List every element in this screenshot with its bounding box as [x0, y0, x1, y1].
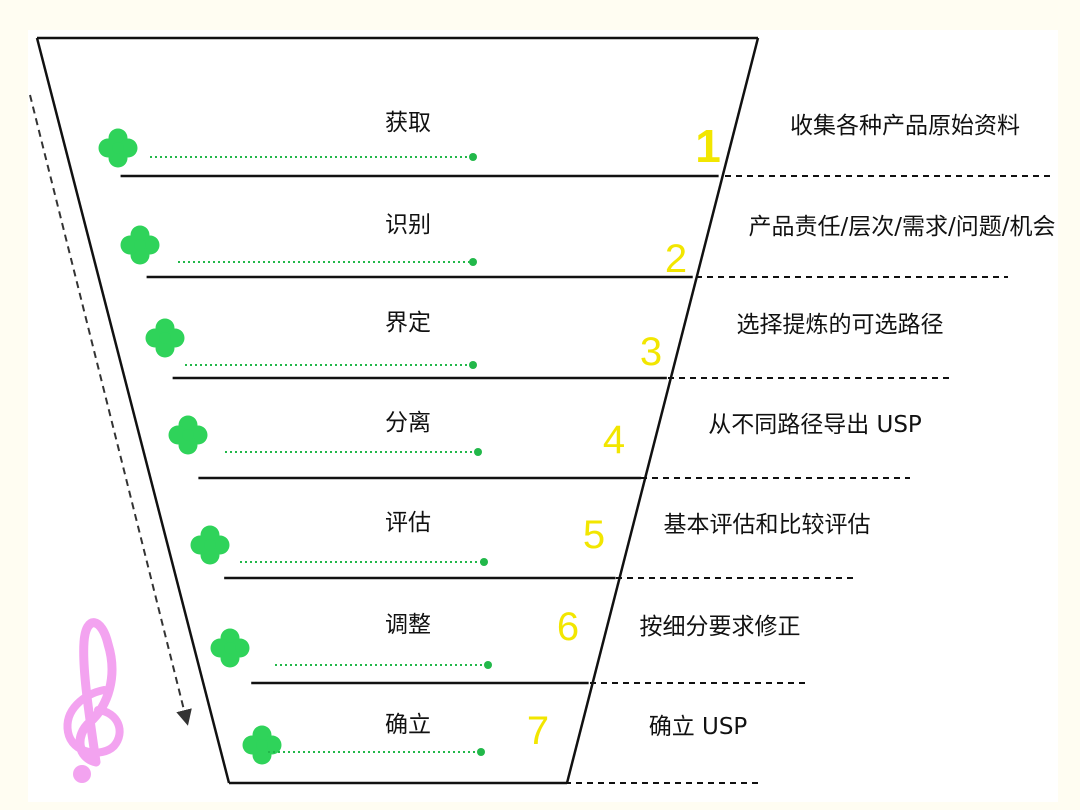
stage-description: 从不同路径导出 USP [708, 412, 922, 438]
funnel-right-edge [565, 37, 760, 784]
treble-clef-icon [63, 618, 124, 783]
funnel-stage-1: 获取 1 收集各种产品原始资料 [98, 110, 1052, 178]
funnel-stage-5: 评估 5 基本评估和比较评估 [190, 510, 871, 580]
stage-number: 1 [695, 120, 721, 172]
stage-number: 4 [603, 418, 625, 462]
stage-label: 确立 [385, 712, 431, 738]
funnel-left-edge [35, 37, 231, 784]
funnel-stage-6: 调整 6 按细分要求修正 [210, 605, 805, 685]
stage-description: 产品责任/层次/需求/问题/机会 [749, 214, 1056, 240]
stage-number: 5 [583, 513, 605, 557]
leader-end-dot [474, 448, 482, 456]
stage-number: 7 [527, 709, 549, 753]
leader-end-dot [469, 258, 477, 266]
stage-label: 识别 [385, 212, 431, 238]
funnel-stage-3: 界定 3 选择提炼的可选路径 [145, 310, 950, 380]
stage-label: 调整 [385, 612, 431, 638]
stage-number: 2 [665, 237, 687, 281]
stage-description: 确立 USP [649, 714, 748, 740]
stage-description: 按细分要求修正 [640, 614, 801, 640]
leader-end-dot [469, 361, 477, 369]
stage-description: 选择提炼的可选路径 [737, 312, 944, 338]
stage-description: 收集各种产品原始资料 [790, 113, 1020, 139]
stage-number: 3 [640, 330, 662, 374]
stage-description: 基本评估和比较评估 [664, 512, 871, 538]
leader-end-dot [484, 661, 492, 669]
stage-label: 获取 [385, 110, 431, 136]
leader-end-dot [480, 558, 488, 566]
stage-label: 界定 [385, 310, 431, 336]
funnel-stage-7: 确立 7 确立 USP [242, 709, 758, 784]
leader-end-dot [477, 748, 485, 756]
leader-end-dot [469, 153, 477, 161]
stage-number: 6 [557, 605, 579, 649]
funnel-stage-4: 分离 4 从不同路径导出 USP [168, 410, 922, 480]
stage-label: 分离 [385, 410, 431, 436]
funnel-stage-2: 识别 2 产品责任/层次/需求/问题/机会 [120, 212, 1056, 281]
stage-label: 评估 [385, 510, 431, 536]
